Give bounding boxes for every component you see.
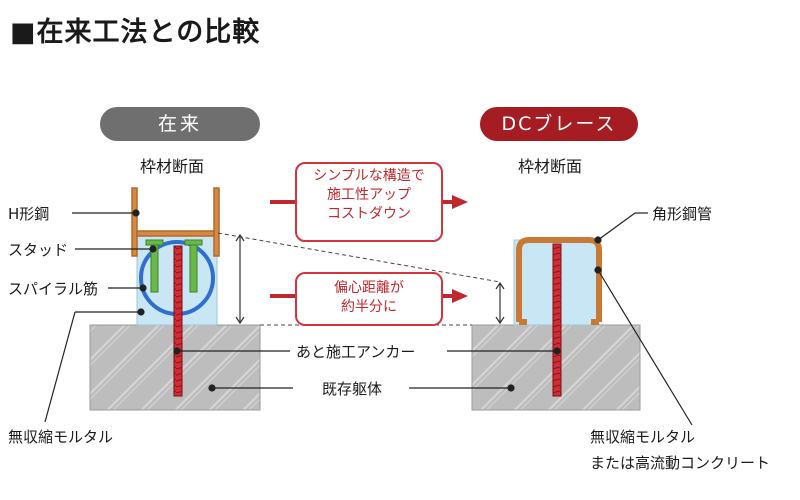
eccentricity-left-dimension <box>235 233 245 325</box>
benefit-arrow-1 <box>270 195 468 209</box>
right-section-label: 枠材断面 <box>518 157 583 176</box>
left-anchor <box>173 245 183 397</box>
studs <box>145 239 203 293</box>
benefit-line: 偏心距離が <box>334 280 404 296</box>
h-beam <box>131 187 220 257</box>
label-mortar-left: 無収縮モルタル <box>8 428 114 446</box>
conventional-badge: 在来 <box>100 107 260 141</box>
page-title: ■在来工法との比較 <box>10 17 261 48</box>
label-stud: スタッド <box>8 241 69 259</box>
benefit-line: 施工性アップ <box>327 187 411 203</box>
left-section-label: 枠材断面 <box>140 157 205 176</box>
label-h-beam: H形鋼 <box>8 205 50 223</box>
benefit-simple-structure: シンプルな構造で 施工性アップ コストダウン <box>295 162 443 242</box>
right-anchor <box>552 243 562 397</box>
benefit-eccentricity: 偏心距離が 約半分に <box>295 272 443 326</box>
dc-brace-badge: DCブレース <box>480 107 638 141</box>
benefit-line: シンプルな構造で <box>313 168 425 184</box>
label-anchor: あと施工アンカー <box>296 343 416 361</box>
label-existing: 既存躯体 <box>322 380 383 398</box>
benefit-arrow-2 <box>270 289 468 303</box>
benefit-line: 約半分に <box>341 299 397 315</box>
label-mortar-right-2: または高流動コンクリート <box>590 454 771 472</box>
eccentricity-right-dimension <box>495 281 505 325</box>
benefit-line: コストダウン <box>327 206 411 222</box>
square-steel-tube <box>516 237 602 322</box>
label-spiral: スパイラル筋 <box>8 280 99 298</box>
label-square-tube: 角形鋼管 <box>652 205 713 223</box>
label-mortar-right-1: 無収縮モルタル <box>590 428 696 446</box>
